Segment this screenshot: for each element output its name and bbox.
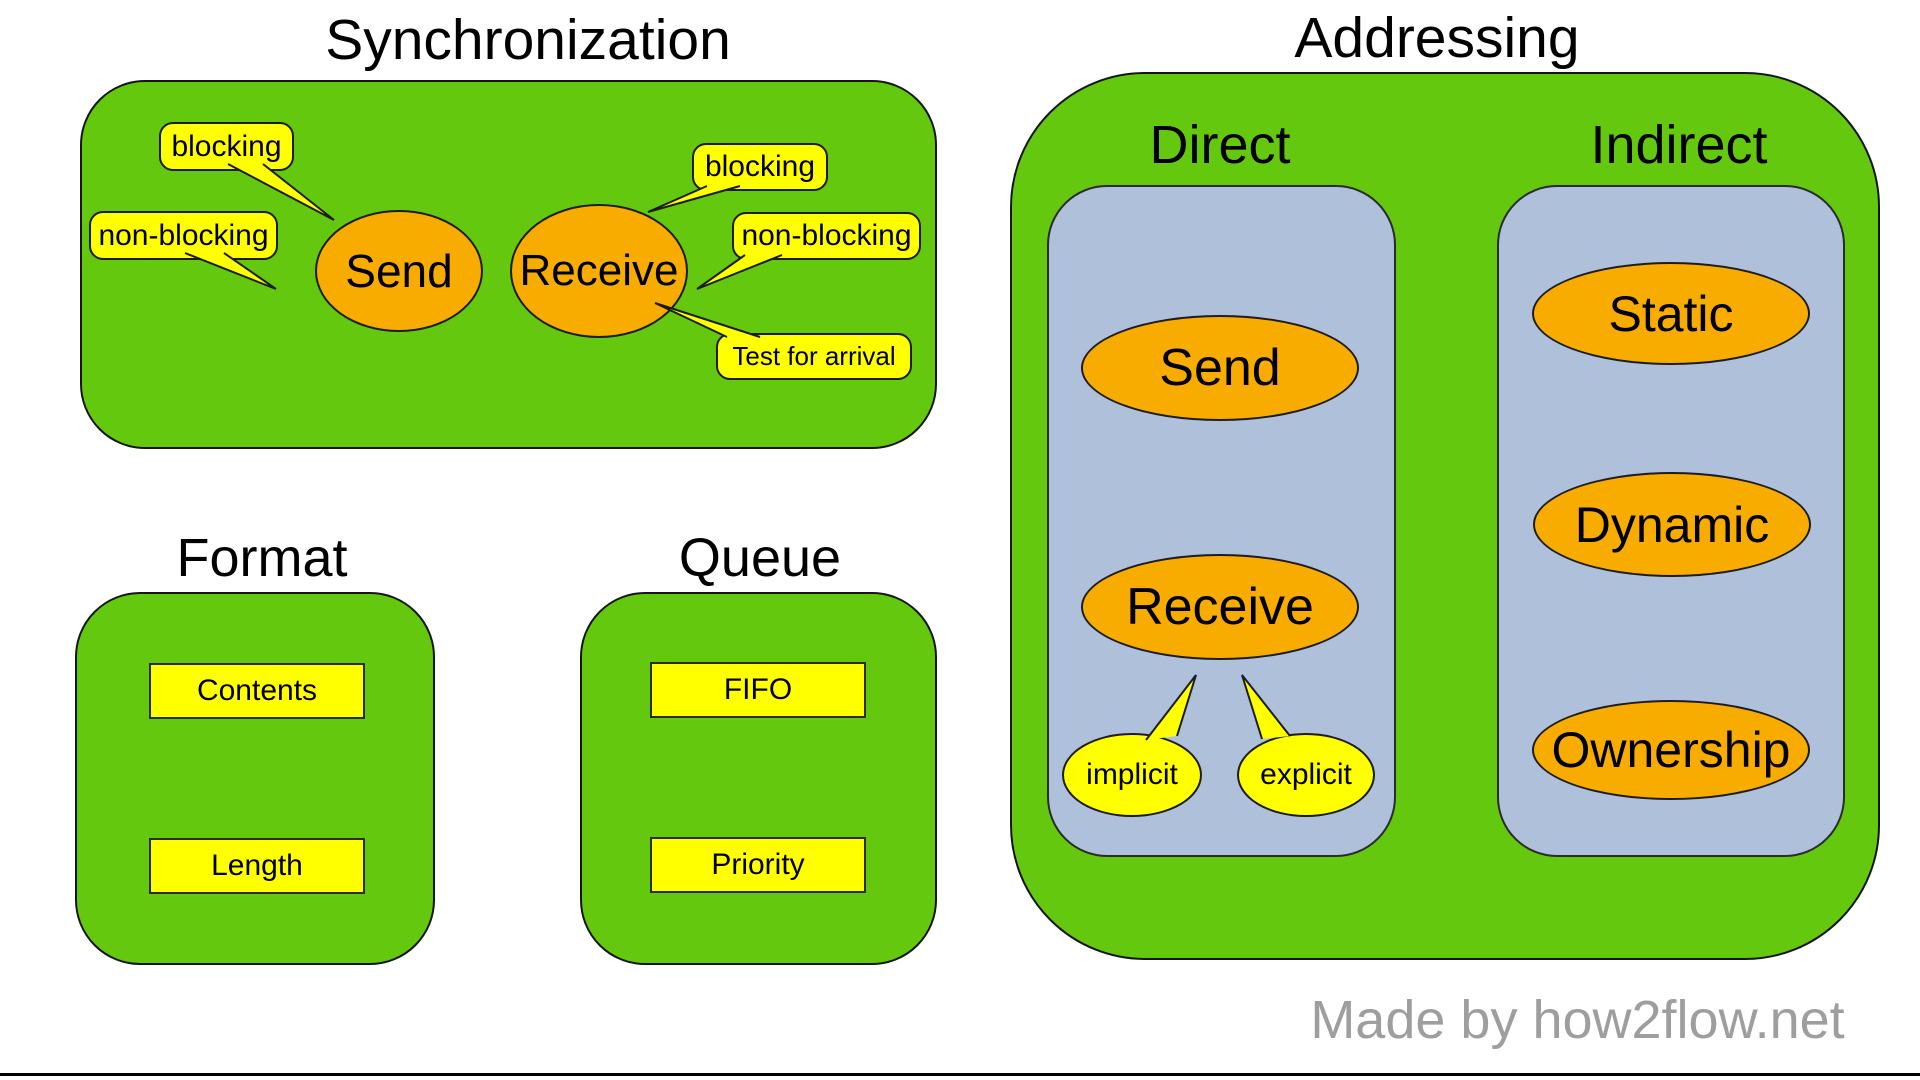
- node-label: Static: [1608, 285, 1734, 342]
- box-length: Length: [149, 838, 365, 894]
- credit-text: Made by how2flow.net: [1310, 990, 1845, 1050]
- callout-label: blocking: [704, 150, 816, 183]
- box-fifo: FIFO: [650, 662, 866, 718]
- callout-label: explicit: [1260, 758, 1352, 791]
- box-label: Priority: [711, 848, 805, 881]
- node-send-sync: Send: [315, 210, 483, 332]
- title-format: Format: [176, 528, 348, 588]
- callout-label: non-blocking: [98, 218, 269, 252]
- callout-nonblocking-receive: non-blocking: [732, 212, 921, 260]
- callout-label: implicit: [1086, 758, 1178, 791]
- callout-nonblocking-send: non-blocking: [89, 211, 278, 260]
- title-queue: Queue: [678, 528, 842, 588]
- callout-label: Test for arrival: [732, 341, 896, 371]
- node-receive-direct: Receive: [1081, 554, 1359, 660]
- node-receive-sync: Receive: [510, 204, 688, 338]
- label-direct: Direct: [1149, 115, 1291, 175]
- label-indirect: Indirect: [1590, 115, 1768, 175]
- node-label: Ownership: [1551, 722, 1791, 778]
- node-dynamic: Dynamic: [1533, 472, 1811, 577]
- box-label: FIFO: [723, 673, 793, 706]
- node-static: Static: [1532, 262, 1810, 365]
- callout-blocking-send: blocking: [159, 122, 294, 171]
- node-label: Dynamic: [1574, 496, 1770, 553]
- bottom-rule: [0, 1073, 1920, 1076]
- node-label: Send: [345, 245, 453, 297]
- callout-implicit: implicit: [1062, 733, 1202, 817]
- callout-test-arrival: Test for arrival: [716, 333, 912, 380]
- node-ownership: Ownership: [1532, 700, 1810, 800]
- panel-format: [75, 592, 435, 965]
- box-label: Contents: [196, 674, 318, 707]
- node-label: Receive: [519, 246, 679, 295]
- node-send-direct: Send: [1081, 315, 1359, 421]
- callout-blocking-receive: blocking: [692, 143, 828, 191]
- panel-queue: [580, 592, 937, 965]
- box-contents: Contents: [149, 663, 365, 719]
- callout-label: non-blocking: [741, 219, 912, 252]
- title-addressing: Addressing: [1294, 6, 1580, 70]
- node-label: Receive: [1126, 578, 1314, 636]
- node-label: Send: [1159, 339, 1281, 397]
- title-synchronization: Synchronization: [325, 8, 731, 72]
- box-priority: Priority: [650, 837, 866, 893]
- box-label: Length: [211, 849, 303, 882]
- callout-label: blocking: [171, 129, 282, 163]
- callout-explicit: explicit: [1237, 733, 1375, 817]
